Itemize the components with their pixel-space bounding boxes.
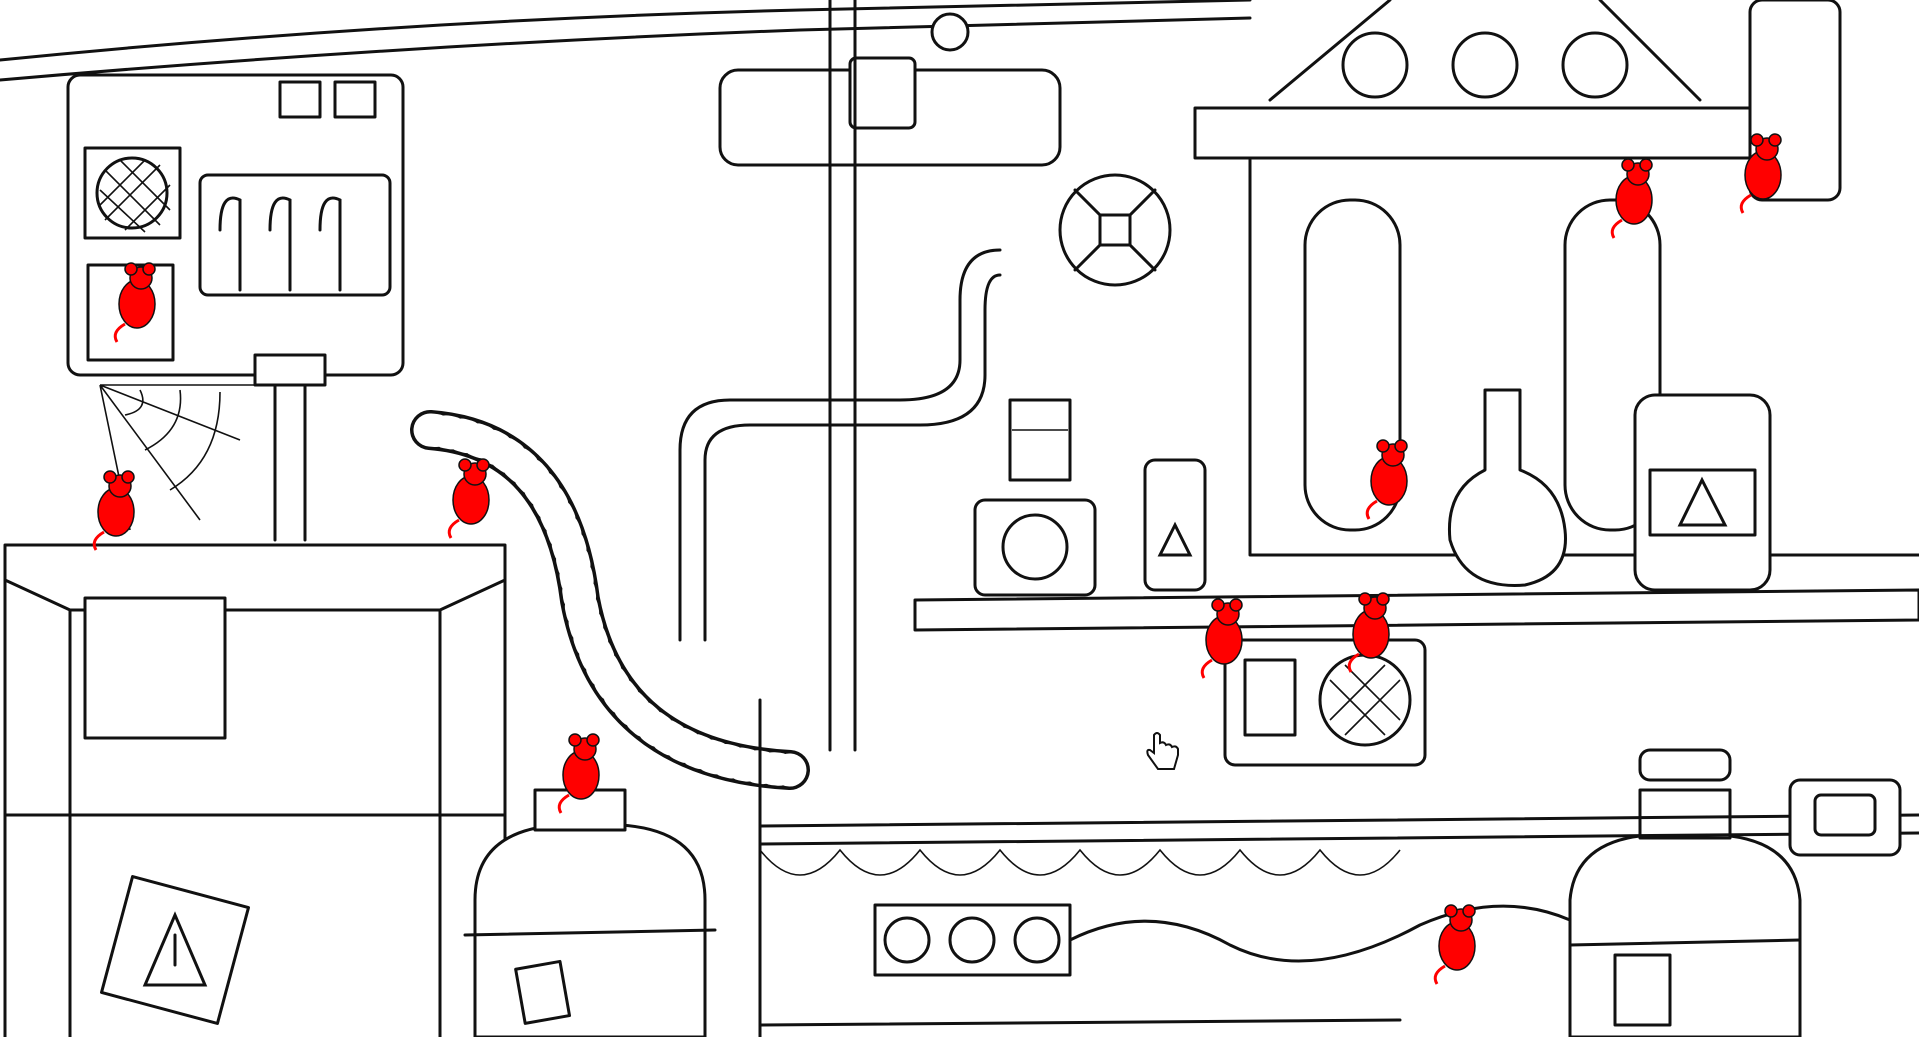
round-flask [1447,388,1567,587]
hand-pointer-icon [1146,732,1179,770]
warning-canister [1633,393,1772,592]
cobweb [99,384,260,531]
valve-wheel [1058,173,1172,287]
mouse-cables[interactable] [1433,904,1476,985]
gas-cylinder-left [463,788,717,1037]
top-pipe [0,0,1252,62]
mouse-gas-valve[interactable] [557,733,600,814]
scale-with-beaker [973,398,1097,597]
speaker-box [1223,638,1427,767]
mouse-coil-tube[interactable] [1365,439,1408,520]
mouse-radiator-top[interactable] [1739,133,1782,214]
gas-cylinder-right [1568,748,1802,1037]
mouse-cobweb[interactable] [92,470,135,551]
power-sockets [873,903,1072,977]
mouse-pipe-drip[interactable] [1610,158,1653,239]
mouse-hose[interactable] [447,458,490,539]
router [1788,778,1902,857]
crate [3,543,507,1037]
warning-bottle [1143,458,1207,592]
mouse-shelf-edge[interactable] [1200,598,1243,679]
horizontal-tank [718,12,1062,167]
mouse-control-panel[interactable] [113,262,156,343]
lower-conduit [758,813,1919,846]
hidden-objects [92,133,1782,985]
mouse-speaker-box[interactable] [1347,592,1390,673]
